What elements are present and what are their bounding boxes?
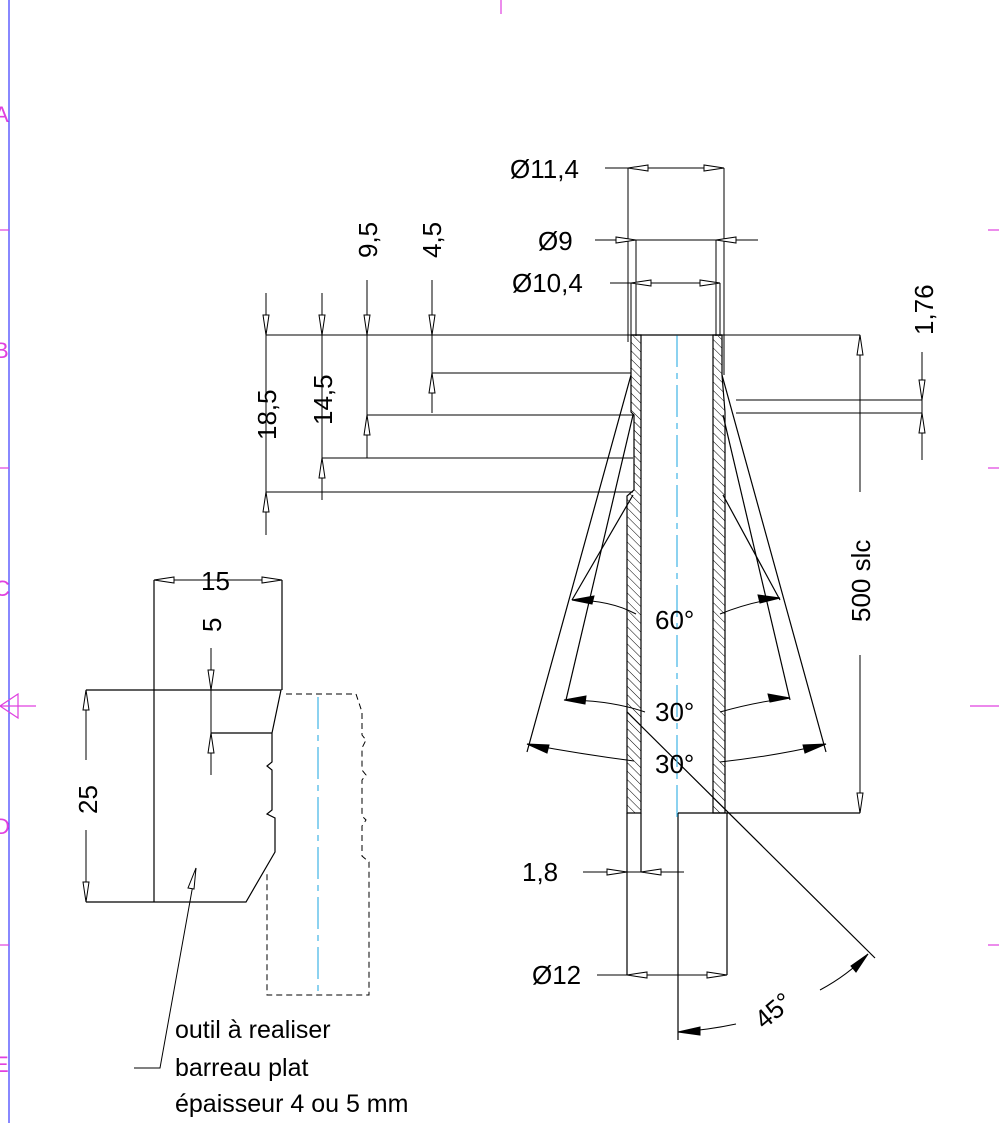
label-angle-60: 60° <box>655 605 694 635</box>
note-line-2: barreau plat <box>175 1054 308 1082</box>
dimension-tool-step-5: 5 <box>197 618 227 775</box>
dimension-len-1-8: 1,8 <box>522 857 684 887</box>
dimension-dia-11-4: Ø11,4 <box>510 154 725 375</box>
dimension-len-9-5: 9,5 <box>353 222 633 458</box>
dimension-len-4-5: 4,5 <box>417 222 631 413</box>
tool-profile-view <box>86 580 370 996</box>
zone-letter-b: B <box>0 338 9 363</box>
label-angle-30-lower: 30° <box>655 749 694 779</box>
angle-30-lower: 30° <box>526 743 827 779</box>
tool-note: outil à realiser barreau plat épaisseur … <box>175 1016 408 1118</box>
label-tool-height-25: 25 <box>73 785 103 814</box>
zone-letter-d: D <box>0 814 10 839</box>
label-len-18-5: 18,5 <box>252 389 282 440</box>
label-len-9-5: 9,5 <box>353 222 383 258</box>
dimension-tool-width-15: 15 <box>153 566 283 596</box>
label-dia-9: Ø9 <box>538 226 573 256</box>
label-len-14-5: 14,5 <box>308 374 338 425</box>
dimension-len-1-76: 1,76 <box>736 284 939 460</box>
label-len-500-slc: 500 slc <box>846 540 876 622</box>
label-len-1-76: 1,76 <box>909 284 939 335</box>
angle-30-upper: 30° <box>563 693 791 727</box>
dimension-dia-12: Ø12 <box>532 960 728 990</box>
dimension-tool-height-25: 25 <box>73 689 103 903</box>
dimension-dia-10-4: Ø10,4 <box>512 268 721 336</box>
label-angle-30-upper: 30° <box>655 697 694 727</box>
label-len-1-8: 1,8 <box>522 857 558 887</box>
label-dia-12: Ø12 <box>532 960 581 990</box>
dimension-len-500-slc: 500 slc <box>846 334 876 814</box>
label-tool-step-5: 5 <box>197 618 227 632</box>
angle-60: 60° <box>571 594 781 635</box>
dimension-len-18-5: 18,5 <box>252 293 633 535</box>
angle-45: 45° <box>677 953 869 1036</box>
dimension-len-14-5: 14,5 <box>308 293 633 500</box>
label-len-4-5: 4,5 <box>417 222 447 258</box>
note-line-3: épaisseur 4 ou 5 mm <box>175 1090 408 1118</box>
part-cone-view <box>526 334 876 1040</box>
zone-letter-a: A <box>0 102 9 127</box>
label-dia-10-4: Ø10,4 <box>512 268 583 298</box>
note-line-1: outil à realiser <box>175 1016 331 1044</box>
zone-letter-e: E <box>0 1052 9 1077</box>
tool-note-leader <box>134 867 197 1069</box>
label-angle-45: 45° <box>749 986 798 1034</box>
centering-mark-left <box>0 692 36 720</box>
zone-letter-c: C <box>0 576 10 601</box>
dimension-dia-9: Ø9 <box>538 226 758 336</box>
label-dia-11-4: Ø11,4 <box>510 154 579 184</box>
label-tool-width-15: 15 <box>201 566 230 596</box>
section-hatching <box>626 334 726 814</box>
